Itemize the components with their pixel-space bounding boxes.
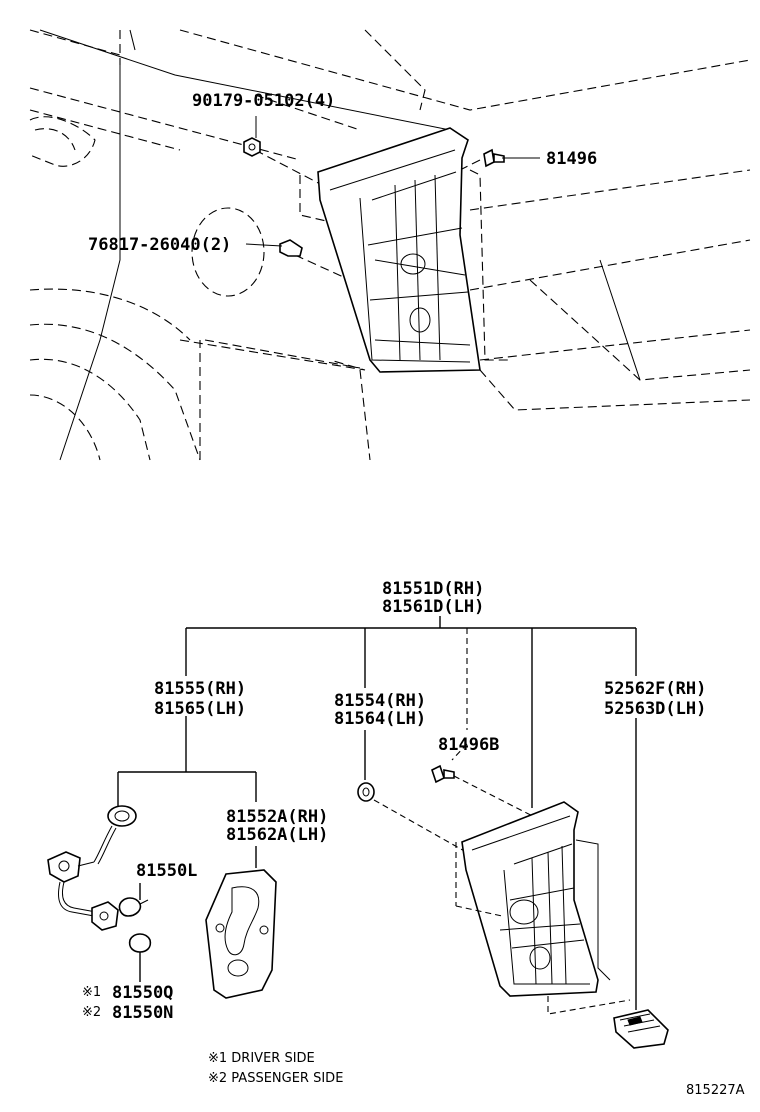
note-passenger-side: ※2 PASSENGER SIDE [208,1071,343,1086]
lamp-assembly-lh-label: 81561D(LH) [382,597,484,617]
gasket-rh-label: 81552A(RH) [226,807,328,827]
bulb-l-label: 81550L [136,861,197,881]
socket-harness-icon [47,805,137,931]
socket-lh-label: 81565(LH) [154,699,246,719]
socket-rh-label: 81555(RH) [154,679,246,699]
bulb-q-icon [128,933,152,953]
tail-lamp-installed [317,127,481,373]
clip-b-icon [431,764,455,784]
screw-icon [243,137,261,157]
bracket-icon [613,1009,669,1049]
gasket-lh-label: 81562A(LH) [226,825,328,845]
bulb-q-marker: ※1 [82,985,101,1000]
grommet-part-label: 76817-26040(2) [88,235,231,255]
assembly-bracket-tree [117,616,637,1010]
bracket-rh-label: 52562F(RH) [604,679,706,699]
cushion-lh-label: 81564(LH) [334,709,426,729]
clip-part-label: 81496 [546,149,597,169]
screw-part-label: 90179-05102(4) [192,91,335,111]
bulb-l-icon [118,897,149,917]
bulb-q-label: 81550Q [112,983,173,1003]
cushion-icon [357,782,375,802]
lamp-assembly-rh-label: 81551D(RH) [382,579,484,599]
bulb-n-marker: ※2 [82,1005,101,1020]
bracket-lh-label: 52563D(LH) [604,699,706,719]
note-driver-side: ※1 DRIVER SIDE [208,1051,315,1066]
clip-icon [483,148,505,168]
clip-b-label: 81496B [438,735,499,755]
gasket-icon [205,869,277,999]
diagram-reference-number: 815227A [686,1083,745,1098]
tail-lamp-exploded [461,801,611,997]
grommet-icon [279,239,303,257]
bulb-n-label: 81550N [112,1003,173,1023]
cushion-rh-label: 81554(RH) [334,691,426,711]
